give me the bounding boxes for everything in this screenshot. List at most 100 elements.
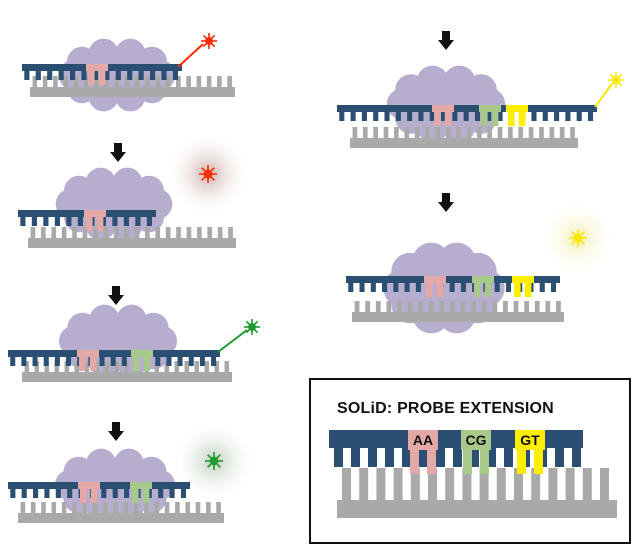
probe-tooth (24, 71, 30, 80)
probe-tooth (47, 71, 53, 80)
probe-tooth (172, 71, 178, 80)
template-tooth (556, 301, 561, 312)
template-strand (352, 301, 564, 322)
down-arrow-icon (110, 143, 126, 162)
glow-dye-star (569, 229, 587, 247)
base-pair-block (131, 350, 153, 357)
probe-backbone (8, 350, 220, 357)
template-tooth (397, 301, 402, 312)
probe-tooth (505, 283, 512, 292)
arrow-head (438, 40, 454, 50)
template-tooth (184, 361, 189, 372)
probe-tooth (21, 489, 27, 498)
template-tooth (450, 301, 455, 312)
template-tooth (205, 502, 211, 513)
probe-tooth (70, 71, 76, 80)
base-pair-block (84, 210, 106, 217)
probe-tooth (452, 112, 458, 121)
probe-backbone (346, 276, 560, 283)
template-tooth (134, 227, 140, 238)
template-tooth (113, 227, 119, 238)
probe-tooth (415, 283, 421, 292)
template-tooth (549, 127, 555, 138)
template-tooth (82, 227, 88, 238)
template-tooth (72, 502, 77, 513)
probe-tooth (393, 283, 399, 292)
template-tooth (394, 127, 399, 138)
arrow-shaft (114, 143, 122, 153)
probe-tooth (110, 357, 116, 366)
template-tooth (216, 502, 221, 513)
template-strand (28, 227, 236, 248)
template-tooth (456, 127, 461, 138)
template-tooth (404, 127, 410, 138)
template-tooth (114, 76, 120, 87)
template-tooth (407, 301, 413, 312)
template-tooth (54, 361, 59, 372)
template-tooth (224, 361, 229, 372)
template-tooth (228, 227, 233, 238)
template-tooth (155, 76, 161, 87)
probe-tooth (429, 112, 435, 121)
template-tooth (460, 301, 466, 312)
probe-tooth (542, 112, 548, 121)
probe-tooth (124, 489, 130, 498)
template-tooth (135, 76, 140, 87)
probe-tooth (10, 357, 16, 366)
base-pair-tooth (133, 357, 140, 371)
base-pair-tooth (98, 71, 106, 85)
template-tooth (164, 502, 170, 513)
probe-tooth (539, 283, 545, 292)
probe-tooth (404, 283, 410, 292)
base-pair-tooth (491, 112, 499, 126)
base-pair-block (479, 105, 501, 112)
base-pair-block (86, 64, 108, 71)
probe-tooth (550, 283, 557, 292)
template-tooth (83, 76, 89, 87)
probe-tooth (370, 283, 376, 292)
starburst-dye-icon (608, 72, 624, 88)
probe-tooth (100, 217, 106, 226)
glow-dye-star (199, 165, 217, 183)
base-pair-tooth (524, 283, 532, 297)
arrow-shaft (442, 31, 450, 41)
template-tooth (476, 127, 482, 138)
template-tooth (354, 301, 360, 312)
base-pair-tooth (434, 112, 441, 126)
base-pair-tooth (484, 283, 492, 297)
template-tooth (20, 502, 26, 513)
template-tooth (570, 127, 575, 138)
probe-tooth (33, 489, 39, 498)
probe-tooth (494, 283, 500, 292)
template-tooth (124, 76, 130, 87)
probe-tooth (531, 112, 537, 121)
dye-linker (177, 43, 204, 68)
probe-tooth (361, 112, 367, 121)
probe-tooth (395, 112, 401, 121)
probe-tooth (497, 112, 503, 121)
base-pair-block (472, 276, 494, 283)
template-tooth (61, 227, 67, 238)
template-tooth (534, 301, 540, 312)
probe-tooth (161, 71, 167, 80)
template-tooth (518, 127, 524, 138)
template-tooth (42, 76, 48, 87)
template-tooth (528, 127, 534, 138)
arrow-shaft (442, 193, 450, 203)
base-pair-tooth (143, 357, 151, 371)
template-tooth (145, 76, 150, 87)
base-pair-block (432, 105, 454, 112)
template-tooth (64, 361, 69, 372)
probe-tooth (92, 71, 98, 80)
probe-tooth (359, 283, 365, 292)
probe-tooth (55, 489, 61, 498)
probe-strand (8, 482, 190, 503)
probe-tooth (565, 112, 571, 121)
template-tooth (41, 502, 46, 513)
template-tooth (114, 361, 119, 372)
base-pair-tooth (86, 217, 93, 231)
template-tooth (186, 76, 191, 87)
template-tooth (386, 301, 392, 312)
template-tooth (74, 361, 79, 372)
template-strand (30, 76, 235, 97)
